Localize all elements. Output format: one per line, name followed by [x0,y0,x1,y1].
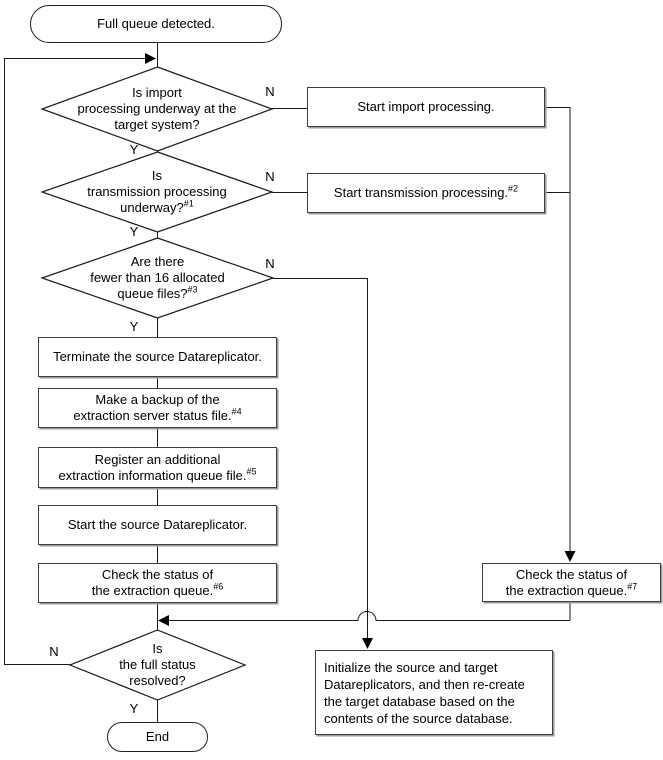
connector-merge-with-hop [168,611,570,621]
decision-diamond-import [40,66,274,152]
decision-transmission-label: Is transmission processing underway?#1 [42,152,272,232]
footnote-ref-3: #3 [187,284,198,295]
branch-label-yes-d4: Y [129,701,139,716]
process-terminate-source: Terminate the source Datareplicator. [38,337,277,377]
footnote-ref-6: #6 [213,581,224,592]
decision-diamond-resolved [68,629,247,701]
process-register-queue-file: Register an additional extraction inform… [38,447,277,488]
arrowhead-into-check7 [564,551,576,562]
process-start-import-text: Start import processing. [357,99,495,114]
footnote-ref-1: #1 [183,198,194,209]
arrowhead-loop-right [145,53,156,64]
decision-resolved-label: Is the full status resolved? [70,630,245,700]
decision-transmission-text: Is transmission processing underway? [87,168,227,215]
connector-loop-back [4,58,146,665]
decision-diamond-transmission [40,151,274,233]
process-backup-text: Make a backup of the extraction server s… [73,392,232,423]
footnote-ref-4: #4 [231,406,242,417]
footnote-ref-2: #2 [508,183,519,194]
process-initialize-datareplicators: Initialize the source and target Datarep… [315,650,553,735]
branch-label-no-d4: N [49,644,59,659]
decision-queue-files-text: Are there fewer than 16 allocated queue … [90,254,225,301]
process-start-source-text: Start the source Datareplicator. [67,517,248,532]
start-terminator: Full queue detected. [30,5,282,43]
branch-label-no-d1: N [265,84,275,99]
process-start-transmission-text: Start transmission processing. [333,185,509,200]
process-start-source: Start the source Datareplicator. [38,505,277,545]
process-backup-status-file: Make a backup of the extraction server s… [38,388,277,428]
footnote-ref-5: #5 [246,466,257,477]
process-start-transmission: Start transmission processing.#2 [307,173,545,213]
connector-d3-no-rail [273,278,368,638]
decision-resolved-text: Is the full status resolved? [119,641,196,688]
branch-label-yes-d3: Y [129,319,139,334]
end-label: End [145,729,170,744]
process-check-extraction-queue-6: Check the status of the extraction queue… [38,563,277,603]
decision-diamond-queue-files [40,237,275,319]
start-label: Full queue detected. [97,16,215,31]
branch-label-yes-d2: Y [129,224,139,239]
decision-import-label: Is import processing underway at the tar… [42,67,272,151]
decision-queue-files-label: Are there fewer than 16 allocated queue … [42,238,273,318]
process-check6-text: Check the status of the extraction queue… [91,567,214,598]
footnote-ref-7: #7 [627,581,638,592]
process-terminate-text: Terminate the source Datareplicator. [53,349,262,364]
branch-label-yes-d1: Y [129,142,139,157]
process-check-extraction-queue-7: Check the status of the extraction queue… [482,563,661,602]
arrowhead-merge-left [158,615,169,626]
process-check7-text: Check the status of the extraction queue… [505,566,628,598]
process-register-text: Register an additional extraction inform… [58,451,247,483]
process-start-import: Start import processing. [307,87,545,127]
arrowhead-into-initialize [362,638,373,649]
decision-import-text: Is import processing underway at the tar… [77,85,237,132]
process-initialize-text: Initialize the source and target Datarep… [324,659,525,726]
branch-label-no-d3: N [265,256,275,271]
branch-label-no-d2: N [265,169,275,184]
connector-right-rail [545,107,571,551]
end-terminator: End [107,722,208,752]
